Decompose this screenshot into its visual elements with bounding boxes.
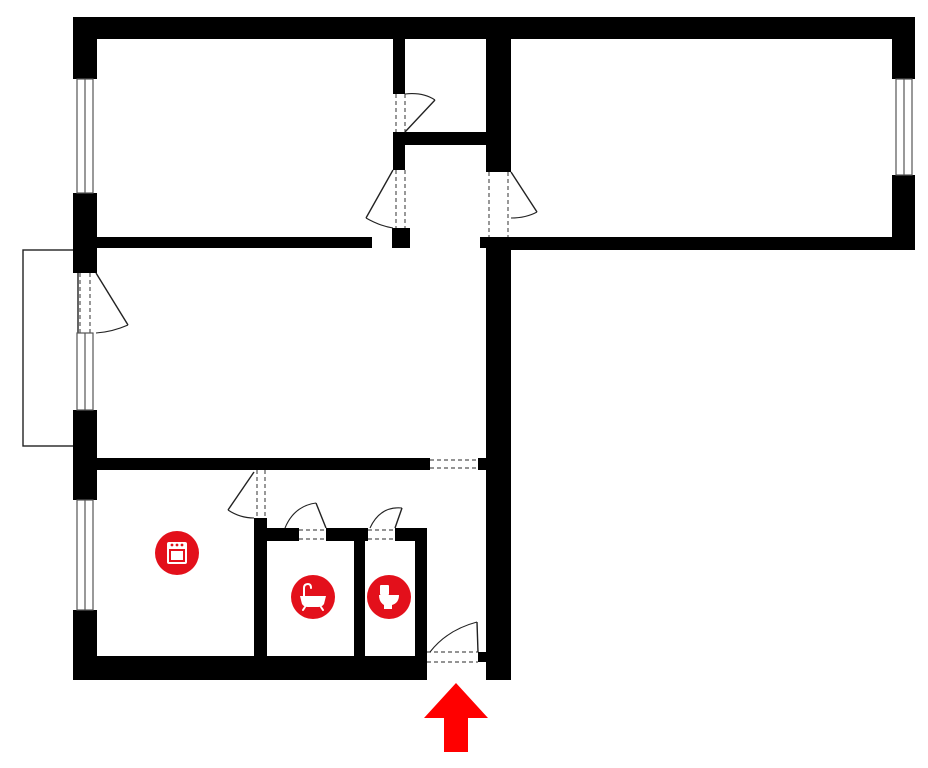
door-living-room [430,459,478,469]
door-top-left-room [365,169,406,229]
entrance-arrow-icon [424,683,488,752]
balcony [22,249,79,447]
door-closet [395,93,436,133]
room-top-left [96,38,394,238]
door-toilet [368,507,403,540]
toilet-icon [367,575,411,619]
door-kitchen [227,470,266,519]
room-top-right [512,38,892,238]
living-room [96,248,486,458]
door-entrance [427,621,479,663]
stove-icon [155,531,199,575]
door-top-right-room [488,171,538,237]
door-balcony [79,272,129,334]
windows [76,78,913,611]
door-bathroom [284,502,327,540]
bathtub-icon [291,575,335,619]
walls [73,17,915,680]
doors [79,93,538,663]
